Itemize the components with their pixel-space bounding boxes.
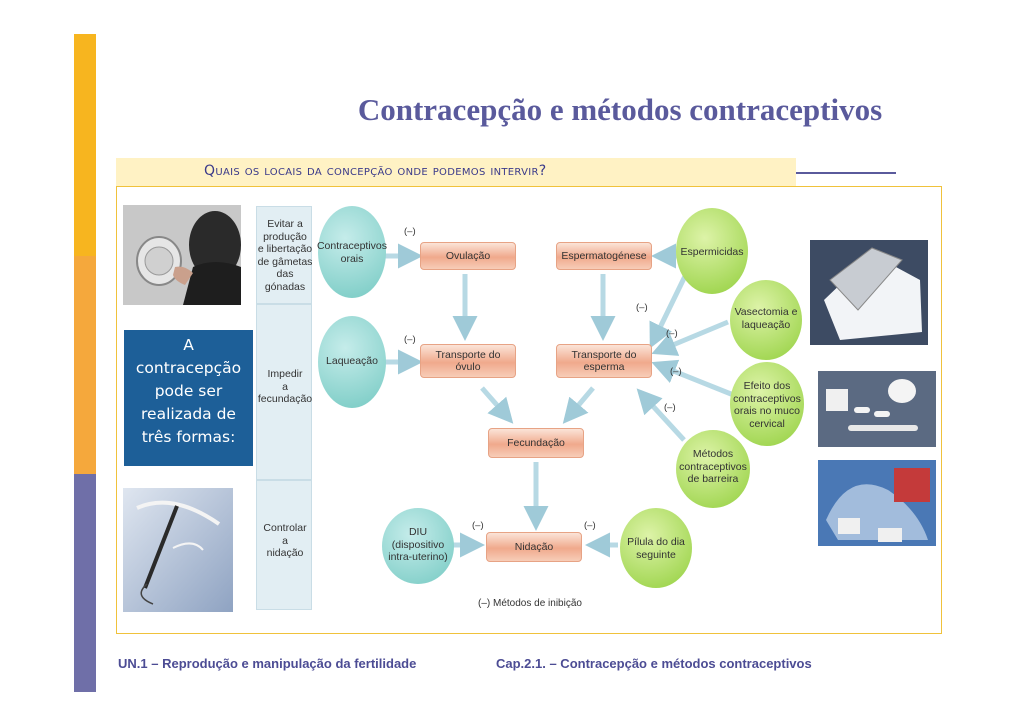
step-transporte-ovulo: Transporte do óvulo	[420, 344, 516, 378]
step-nidacao: Nidação	[486, 532, 582, 562]
node-barreira-label: Métodos contraceptivos de barreira	[672, 448, 754, 486]
inhibition-mark: (–)	[670, 366, 682, 377]
node-efeito-muco-label: Efeito dos contraceptivos orais no muco …	[726, 380, 808, 430]
node-diu-label: DIU (dispositivo intra-uterino)	[378, 526, 458, 564]
inhibition-mark: (–)	[664, 402, 676, 413]
node-vasectomia-label: Vasectomia e laqueação	[726, 306, 806, 331]
footer-chapter: Cap.2.1. – Contracepção e métodos contra…	[496, 656, 812, 671]
inhibition-mark: (–)	[584, 520, 596, 531]
step-ovulacao: Ovulação	[420, 242, 516, 270]
node-pilula-label: Pílula do dia seguinte	[616, 536, 696, 561]
step-fecundacao: Fecundação	[488, 428, 584, 458]
inhibition-mark: (–)	[404, 334, 416, 345]
inhibition-mark: (–)	[404, 226, 416, 237]
diagram-legend: (–) Métodos de inibição	[478, 598, 582, 609]
inhibition-mark: (–)	[472, 520, 484, 531]
inhibition-mark: (–)	[666, 328, 678, 339]
node-contraceptivos-orais-label: Contraceptivos orais	[314, 240, 390, 265]
footer-unit: UN.1 – Reprodução e manipulação da ferti…	[118, 656, 416, 671]
step-espermatogenese: Espermatogénese	[556, 242, 652, 270]
step-transporte-esperma: Transporte do esperma	[556, 344, 652, 378]
node-laqueacao-label: Laqueação	[314, 355, 390, 368]
inhibition-mark: (–)	[636, 302, 648, 313]
node-espermicidas-label: Espermicidas	[672, 246, 752, 259]
